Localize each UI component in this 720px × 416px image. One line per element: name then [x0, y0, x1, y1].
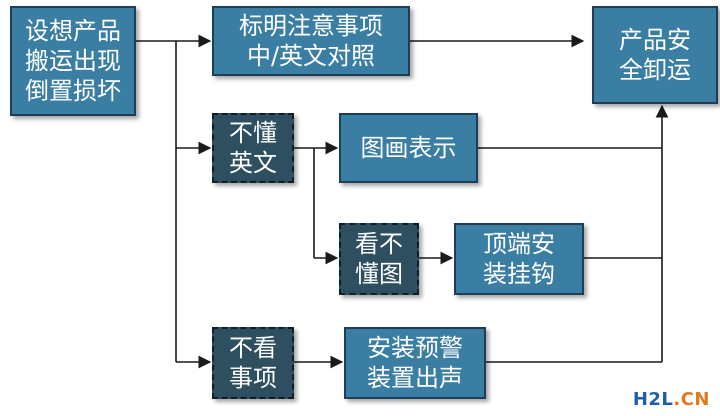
node-pictogram: 图画表示	[339, 113, 478, 183]
node-not-read-line-1: 不看	[229, 334, 277, 362]
node-top-hook-line-1: 顶端安	[483, 230, 555, 258]
node-label-notice-line-1: 标明注意事项	[239, 12, 383, 40]
node-start-line-2: 搬运出现	[25, 47, 121, 75]
node-not-read-line-2: 事项	[229, 364, 277, 392]
node-no-pictogram-line-2: 懂图	[355, 260, 403, 288]
node-start-line-1: 设想产品	[25, 17, 121, 45]
node-not-read: 不看 事项	[212, 327, 294, 399]
node-safe-unload: 产品安 全卸运	[592, 6, 718, 104]
node-no-english-line-1: 不懂	[229, 119, 277, 147]
node-label-notice: 标明注意事项 中/英文对照	[212, 6, 410, 76]
node-start-line-3: 倒置损坏	[25, 77, 121, 105]
node-start: 设想产品 搬运出现 倒置损坏	[10, 6, 136, 116]
node-safe-unload-line-1: 产品安	[619, 26, 691, 54]
node-no-english-line-2: 英文	[229, 149, 277, 177]
watermark: H2L.CN	[633, 389, 710, 410]
node-alarm-line-1: 安装预警	[367, 334, 463, 362]
node-no-english: 不懂 英文	[212, 113, 294, 183]
node-no-pictogram: 看不 懂图	[339, 223, 419, 295]
node-top-hook: 顶端安 装挂钩	[454, 223, 584, 295]
node-alarm-line-2: 装置出声	[367, 364, 463, 392]
watermark-part-2: .CN	[673, 389, 710, 410]
node-label-notice-line-2: 中/英文对照	[246, 42, 376, 70]
watermark-part-1: H2L	[632, 389, 674, 410]
node-no-pictogram-line-1: 看不	[355, 230, 403, 258]
node-safe-unload-line-2: 全卸运	[619, 56, 691, 84]
node-alarm: 安装预警 装置出声	[344, 327, 486, 399]
node-top-hook-line-2: 装挂钩	[483, 260, 555, 288]
node-pictogram-line-1: 图画表示	[360, 134, 457, 162]
